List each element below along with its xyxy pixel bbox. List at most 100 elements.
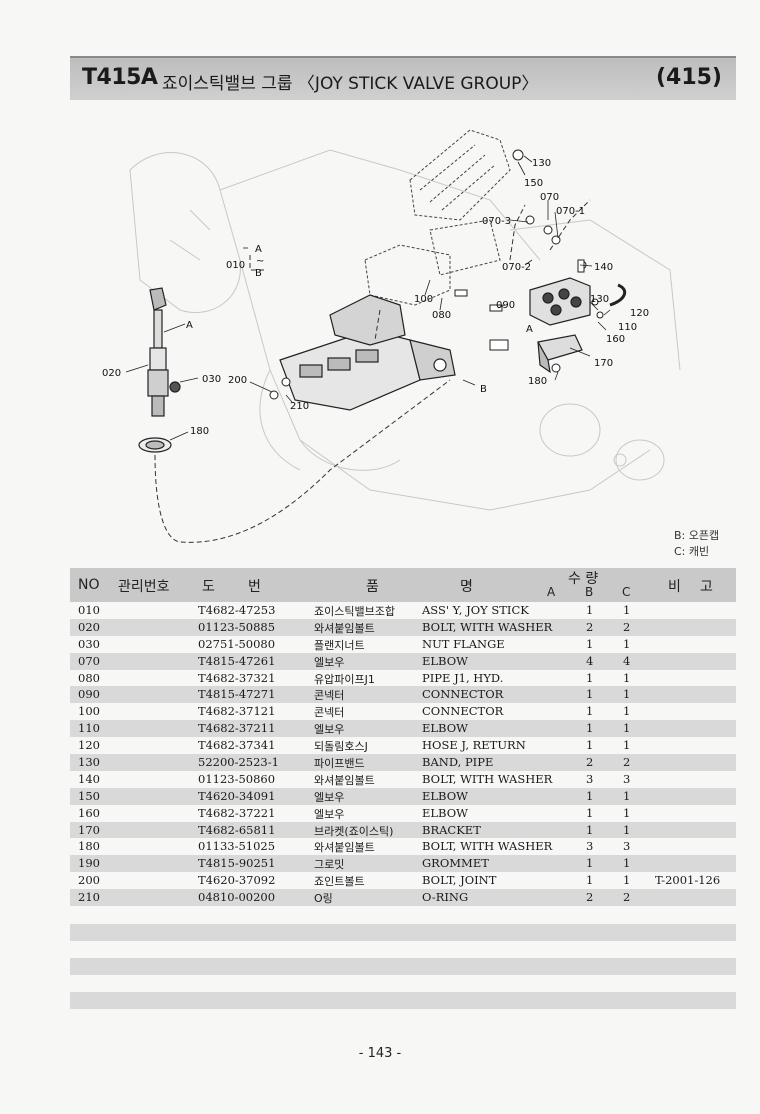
header-name-2: 명 <box>460 579 473 595</box>
row-no: 110 <box>78 721 100 736</box>
row-part-number: T4815-90251 <box>198 856 276 871</box>
table-row: 140 01123-50860 와셔붙임볼트 BOLT, WITH WASHER 3 3 <box>70 771 736 788</box>
row-qty-c: 1 <box>623 704 631 719</box>
legend-open-cab: B: 오픈캡 <box>674 529 720 542</box>
row-no: 130 <box>78 755 100 770</box>
callout-label: 110 <box>618 322 637 333</box>
row-english-name: BAND, PIPE <box>422 755 494 770</box>
row-no: 210 <box>78 890 100 905</box>
row-qty-c: 1 <box>623 687 631 702</box>
header-qty-c: C <box>622 585 631 599</box>
row-no: 020 <box>78 619 100 634</box>
row-qty-c: 4 <box>623 653 631 668</box>
row-part-number: 01133-51025 <box>198 839 276 854</box>
row-qty-b: 1 <box>586 738 594 753</box>
row-qty-b: 1 <box>586 636 594 651</box>
row-qty-b: 1 <box>586 704 594 719</box>
callout-label: B <box>255 268 262 279</box>
row-korean-name: 죠인트볼트 <box>314 875 365 889</box>
row-part-number: T4682-37321 <box>198 670 276 685</box>
row-no: 070 <box>78 653 100 668</box>
row-qty-c: 3 <box>623 771 631 786</box>
callout-labels: 130 150 070 070-1 070-3 010 A ~ B 140 07… <box>102 158 649 437</box>
row-qty-b: 2 <box>586 890 594 905</box>
row-no: 090 <box>78 687 100 702</box>
row-no: 100 <box>78 704 100 719</box>
row-qty-b: 1 <box>586 805 594 820</box>
control-valve-assembly <box>279 294 456 411</box>
row-korean-name: 죠이스틱밸브조합 <box>314 605 395 618</box>
diagram-canvas: 130 150 070 070-1 070-3 010 A ~ B 140 07… <box>102 129 681 543</box>
row-qty-c: 1 <box>623 788 631 803</box>
row-english-name: CONNECTOR <box>422 687 504 702</box>
header-qty-a: A <box>547 585 556 599</box>
row-qty-c: 1 <box>623 873 631 888</box>
row-qty-b: 1 <box>586 721 594 736</box>
fittings <box>269 149 604 400</box>
row-korean-name: 와셔붙임볼트 <box>314 773 375 787</box>
header-management-no: 관리번호 <box>118 579 170 595</box>
row-qty-b: 2 <box>586 755 594 770</box>
header-no: NO <box>78 577 100 593</box>
row-no: 010 <box>78 603 100 617</box>
row-part-number: T4682-37341 <box>198 738 276 753</box>
row-korean-name: 유압파이프J1 <box>314 672 375 686</box>
header-quantity: 수 량 <box>568 571 599 587</box>
callout-label: 070-2 <box>502 262 531 273</box>
row-qty-c: 1 <box>623 603 631 617</box>
row-english-name: ELBOW <box>422 721 468 736</box>
row-qty-c: 1 <box>623 805 631 820</box>
callout-label: 210 <box>290 401 309 412</box>
header-drawing-1: 도 <box>202 579 215 595</box>
callout-label: 010 <box>226 260 245 271</box>
row-part-number: T4682-65811 <box>198 822 276 837</box>
blank-row-band <box>70 958 736 975</box>
callout-label: 120 <box>630 308 649 319</box>
row-no: 080 <box>78 670 100 685</box>
row-korean-name: 플랜지너트 <box>314 638 365 652</box>
row-english-name: BOLT, WITH WASHER <box>422 771 553 786</box>
row-qty-c: 1 <box>623 670 631 685</box>
callout-label: 180 <box>528 376 547 387</box>
blank-row-band <box>70 992 736 1009</box>
row-korean-name: 파이프밴드 <box>314 757 365 771</box>
row-qty-c: 2 <box>623 755 631 770</box>
row-qty-b: 1 <box>586 603 594 617</box>
callout-label: 140 <box>594 262 613 273</box>
background-housing <box>129 149 681 511</box>
row-english-name: BOLT, WITH WASHER <box>422 839 553 854</box>
row-no: 200 <box>78 873 100 888</box>
row-english-name: ELBOW <box>422 788 468 803</box>
row-qty-b: 1 <box>586 788 594 803</box>
row-part-number: T4682-37221 <box>198 805 276 820</box>
row-no: 030 <box>78 636 100 651</box>
valve-block-right <box>529 277 591 326</box>
row-qty-b: 4 <box>586 653 594 668</box>
callout-label: 070-1 <box>556 206 585 217</box>
row-korean-name: 콘넥터 <box>314 706 345 720</box>
row-qty-b: 3 <box>586 771 594 786</box>
callout-label: 200 <box>228 375 247 386</box>
row-english-name: CONNECTOR <box>422 704 504 719</box>
row-qty-b: 1 <box>586 822 594 837</box>
joystick-lever <box>138 287 181 453</box>
row-korean-name: 와셔붙임볼트 <box>314 621 375 635</box>
row-korean-name: 그로밋 <box>314 858 345 872</box>
row-no: 190 <box>78 856 100 871</box>
row-part-number: T4620-34091 <box>198 788 276 803</box>
row-no: 180 <box>78 839 100 854</box>
valve-bank-outline <box>364 129 511 306</box>
row-korean-name: 와셔붙임볼트 <box>314 841 375 855</box>
row-part-number: 01123-50860 <box>198 771 276 786</box>
row-qty-b: 2 <box>586 619 594 634</box>
row-no: 140 <box>78 771 100 786</box>
row-part-number: 01123-50885 <box>198 619 276 634</box>
